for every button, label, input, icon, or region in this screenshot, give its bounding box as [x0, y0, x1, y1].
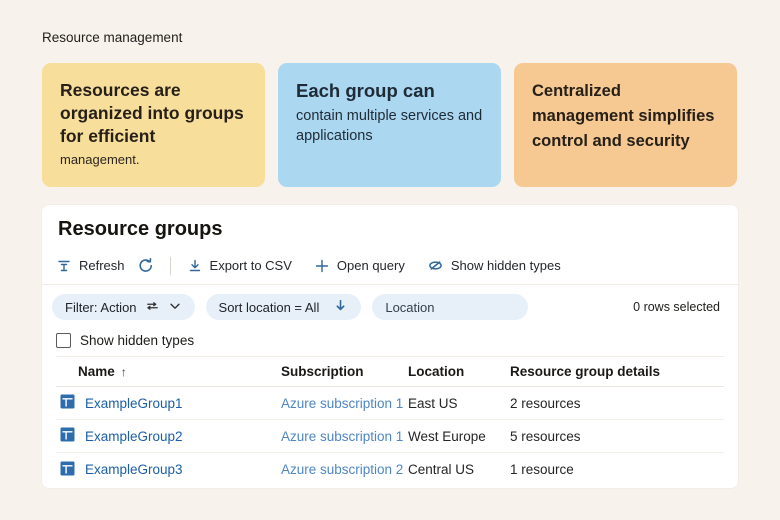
toolbar-divider [169, 256, 171, 275]
open-query-button[interactable]: Open query [314, 258, 405, 274]
filter-sliders-icon [145, 299, 160, 316]
location-cell: Central US [408, 462, 475, 477]
refresh-label: Refresh [79, 258, 125, 273]
arrow-down-icon [333, 298, 348, 316]
plus-icon [314, 258, 330, 274]
subscription-link[interactable]: Azure subscription 1 [281, 428, 404, 444]
info-card-resources: Resources are organized into groups for … [42, 63, 265, 187]
subscription-link[interactable]: Azure subscription 2 [281, 462, 404, 477]
sort-location-pill[interactable]: Sort location = All [205, 294, 362, 320]
show-hidden-checkbox-row: Show hidden types [42, 328, 738, 356]
resource-group-icon [60, 461, 75, 479]
card-detail-text: contain multiple services and applicatio… [296, 108, 483, 144]
info-card-groups: Each group can contain multiple services… [278, 63, 501, 187]
column-header-details[interactable]: Resource group details [510, 364, 661, 379]
location-cell: East US [408, 395, 458, 411]
column-header-subscription[interactable]: Subscription [281, 364, 364, 379]
toolbar: Refresh Export to CSV Open query [42, 247, 738, 285]
resource-group-link[interactable]: ExampleGroup2 [85, 428, 183, 444]
resource-group-icon [60, 427, 75, 445]
column-header-name[interactable]: Name ↑ [56, 364, 281, 379]
show-hidden-checkbox[interactable] [56, 333, 71, 348]
details-cell: 5 resources [510, 428, 581, 444]
edit-columns-icon [56, 258, 72, 274]
show-hidden-types-button[interactable]: Show hidden types [427, 257, 561, 274]
chevron-down-icon [168, 299, 182, 316]
details-cell: 1 resource [510, 462, 574, 477]
card-emphasis-text: Resources are organized into groups for … [60, 80, 244, 147]
rows-selected-status: 0 rows selected [633, 300, 720, 314]
open-query-label: Open query [336, 258, 405, 273]
card-emphasis-text: Each group can [296, 80, 435, 101]
card-detail-text: management. [60, 152, 140, 168]
table-row[interactable]: ExampleGroup2 Azure subscription 1 West … [56, 420, 724, 453]
info-card-centralized: Centralized management simplifies contro… [514, 63, 737, 187]
column-header-location[interactable]: Location [408, 364, 465, 379]
filter-action-pill[interactable]: Filter: Action [52, 294, 195, 320]
export-label: Export to CSV [209, 258, 292, 273]
details-cell: 2 resources [510, 395, 581, 411]
resource-group-link[interactable]: ExampleGroup1 [85, 395, 183, 411]
card-emphasis-text: Centralized management simplifies contro… [532, 82, 715, 150]
panel-title: Resource groups [58, 218, 223, 240]
refresh-button[interactable] [137, 257, 154, 274]
filter-row: Filter: Action Sort location = All 0 row… [42, 285, 738, 328]
info-cards: Resources are organized into groups for … [42, 63, 738, 187]
page-title: Resource management [42, 30, 183, 45]
edit-columns-button[interactable]: Refresh [56, 258, 125, 274]
export-csv-button[interactable]: Export to CSV [187, 258, 292, 274]
sort-pill-label: Sort location = All [218, 299, 320, 315]
column-label: Name [78, 364, 115, 379]
download-icon [187, 258, 203, 274]
show-hidden-checkbox-label: Show hidden types [80, 333, 195, 348]
resource-group-link[interactable]: ExampleGroup3 [85, 462, 183, 477]
sort-ascending-icon: ↑ [120, 364, 127, 379]
filter-pill-label: Filter: Action [65, 299, 137, 315]
location-cell: West Europe [408, 428, 486, 444]
resource-groups-panel: Resource groups Refresh Export to CSV [42, 205, 738, 488]
eye-slash-icon [427, 257, 444, 274]
table-row[interactable]: ExampleGroup3 Azure subscription 2 Centr… [56, 453, 724, 486]
location-search-input[interactable] [372, 294, 529, 320]
page: Resource management Resources are organi… [42, 30, 738, 488]
subscription-link[interactable]: Azure subscription 1 [281, 395, 404, 411]
table-row[interactable]: ExampleGroup1 Azure subscription 1 East … [56, 387, 724, 420]
show-hidden-label: Show hidden types [450, 258, 561, 273]
table-header: Name ↑ Subscription Location Resource gr… [56, 356, 724, 387]
refresh-icon [137, 257, 154, 274]
resource-group-icon [60, 394, 75, 412]
